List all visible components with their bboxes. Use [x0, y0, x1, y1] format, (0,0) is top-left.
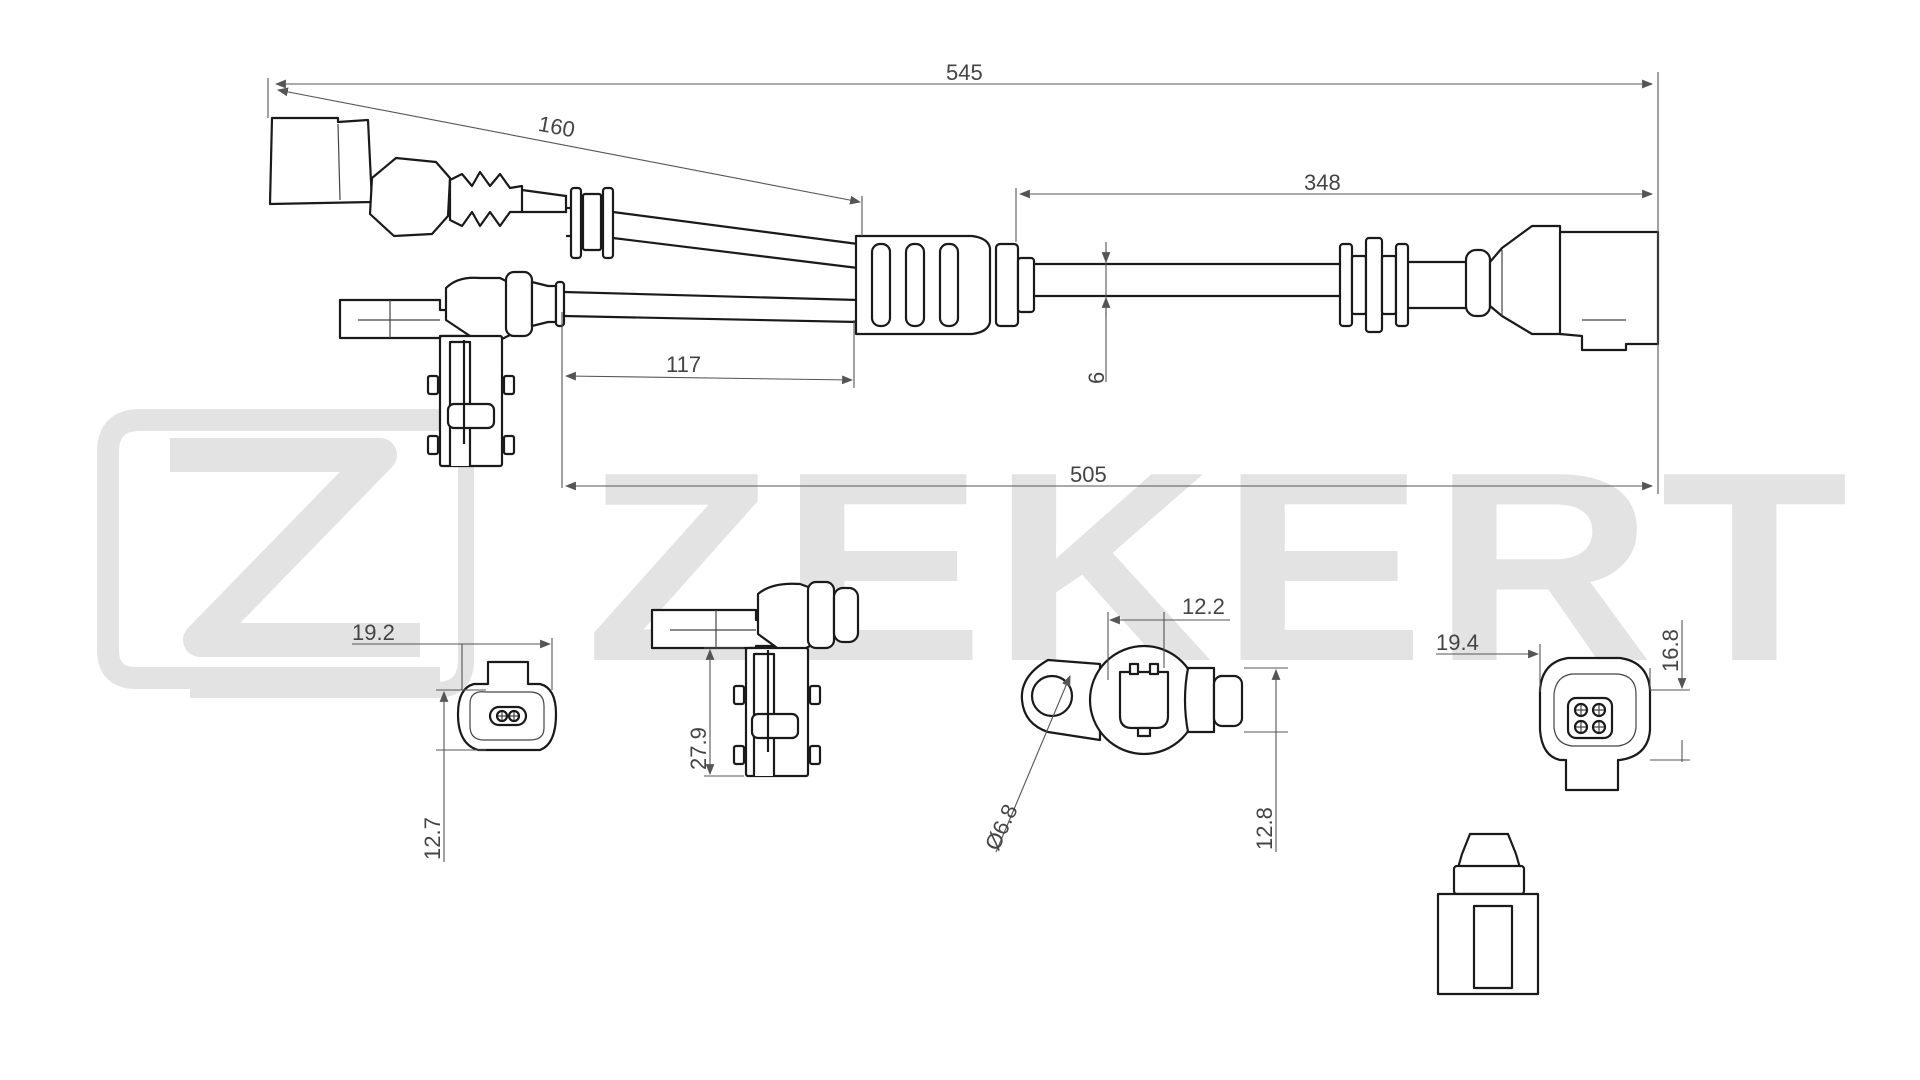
- dim-label-12-2: 12.2: [1182, 594, 1225, 619]
- junction-slot-1: [870, 242, 892, 328]
- connector-b-pin-housing: [1566, 696, 1614, 740]
- connector-b-side-window: [1472, 904, 1514, 990]
- sensor-nut: [504, 270, 534, 338]
- sensor-body-tab-3: [426, 434, 440, 456]
- connector-b-side-neck: [1452, 864, 1526, 896]
- dim-label-16-8: 16.8: [1658, 629, 1683, 672]
- right-connector-boot: [1488, 224, 1564, 336]
- dim-label-19-4: 19.4: [1436, 630, 1479, 655]
- main-clip-5: [1394, 242, 1410, 328]
- dim-label-6-8: Ø6.8: [980, 800, 1023, 854]
- connector-b-front-view: [1538, 656, 1652, 792]
- mount-cable-nut: [1183, 666, 1216, 734]
- dim-label-348: 348: [1304, 170, 1341, 195]
- right-connector: [1558, 230, 1660, 352]
- sensor-body-window: [446, 402, 496, 430]
- junction-collar-neck: [1016, 256, 1036, 314]
- dim-label-6: 6: [1084, 372, 1109, 384]
- zekkert-logo-emblem: [97, 409, 474, 698]
- dim-label-19-2: 19.2: [352, 620, 395, 645]
- junction-collar: [994, 242, 1020, 328]
- dim-label-12-8: 12.8: [1252, 807, 1277, 850]
- dim-label-27-9: 27.9: [686, 727, 711, 770]
- junction-slot-2: [904, 242, 926, 328]
- sensor-cable-sleeve: [530, 280, 558, 328]
- connector-b-side-cap: [1456, 832, 1522, 870]
- main-cable-assembly: [268, 116, 1660, 468]
- sensor-body-tab-2: [502, 374, 516, 396]
- connector-b-side-view: [1436, 832, 1540, 996]
- sensor-side-tab-1: [732, 684, 746, 706]
- connector-a-front-view: [456, 660, 558, 752]
- sensor-side-plug: [832, 586, 860, 644]
- sensor-body-tab-4: [502, 434, 516, 456]
- mount-square-connector: [1118, 670, 1170, 730]
- dimension-labels: 545 160 348 117 505 6 19.2 12.7 27.9 12.…: [352, 60, 1683, 860]
- sensor-side-view: [650, 580, 860, 778]
- mount-hole: [1030, 674, 1074, 718]
- junction-slot-3: [938, 242, 960, 328]
- main-clip-1: [1338, 242, 1354, 328]
- sensor-side-tab-4: [808, 744, 822, 766]
- top-branch-clip-1: [569, 186, 583, 260]
- main-grommet: [1464, 248, 1492, 318]
- dim-label-160: 160: [536, 111, 577, 142]
- main-clip-3: [1364, 236, 1384, 334]
- top-branch-clip-3: [601, 186, 615, 260]
- sensor-side-nut: [806, 580, 836, 650]
- top-branch-bellows: [448, 170, 524, 228]
- dim-label-505: 505: [1070, 462, 1107, 487]
- main-clip-2: [1350, 254, 1368, 316]
- dimension-lines: [267, 72, 1690, 862]
- main-clip-4: [1380, 254, 1398, 316]
- left-connector-top: [268, 116, 374, 206]
- mount-top-view: [1020, 644, 1244, 756]
- top-branch-clip-2: [581, 192, 603, 252]
- dim-label-545: 545: [946, 60, 983, 85]
- dim-label-12-7: 12.7: [420, 817, 445, 860]
- mount-cable-plug: [1212, 674, 1244, 728]
- sensor-side-tab-3: [732, 744, 746, 766]
- sensor-side-window: [750, 712, 800, 740]
- dim-label-117: 117: [666, 352, 701, 377]
- sensor-side-tab-2: [808, 684, 822, 706]
- top-branch-boot: [368, 156, 452, 238]
- sensor-body-tab-1: [426, 374, 440, 396]
